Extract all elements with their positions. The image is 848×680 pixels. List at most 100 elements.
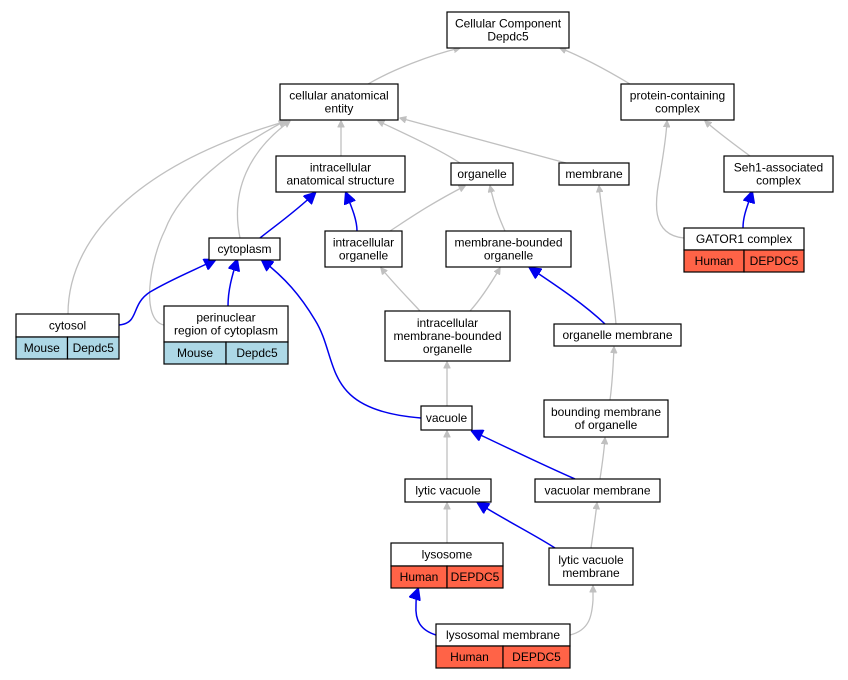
edge-imbo-to-mbo	[469, 268, 500, 312]
node-label-line: GATOR1 complex	[696, 232, 792, 246]
node-box	[324, 230, 403, 268]
node-box	[384, 310, 511, 362]
edge-seh1-to-pcc	[705, 121, 751, 157]
node-label-line: membrane-bounded	[454, 236, 562, 250]
edge-lvm-to-lv	[478, 503, 556, 549]
node-box	[450, 162, 514, 186]
node-box	[558, 162, 630, 186]
node-organelle[interactable]: organelle	[450, 162, 514, 186]
edge-om-to-mbo	[530, 268, 606, 325]
edge-vacuole-to-cytoplasm	[262, 260, 422, 419]
node-label-line: intracellular	[333, 236, 394, 250]
node-vacuole[interactable]: vacuole	[420, 405, 473, 431]
annotation-gene-cell	[446, 565, 504, 589]
edge-perinuclear-to-cae	[148, 121, 285, 326]
node-membrane[interactable]: membrane	[558, 162, 630, 186]
node-box	[446, 11, 570, 49]
edge-imbo-to-io	[381, 268, 421, 312]
node-box	[620, 83, 735, 121]
node-box	[279, 83, 399, 121]
edge-vm-to-bmo	[599, 438, 605, 480]
node-label-line: organelle	[457, 167, 507, 181]
edge-pcc-to-root	[560, 48, 631, 85]
annotation-gene: Depdc5	[236, 346, 278, 360]
node-label-line: Seh1-associated	[734, 161, 823, 175]
node-box	[445, 230, 572, 268]
node-label-line: protein-containing	[630, 89, 725, 103]
node-label-line: organelle membrane	[562, 328, 672, 342]
node-label-line: membrane	[562, 566, 620, 580]
node-label-line: complex	[655, 102, 700, 116]
node-label-line: entity	[325, 102, 354, 116]
node-vm[interactable]: vacuolar membrane	[534, 478, 661, 503]
edge-om-to-membrane	[599, 186, 617, 325]
edge-vm-to-vacuole	[472, 431, 576, 480]
annotation-species: Human	[695, 254, 734, 268]
node-label-line: organelle	[484, 249, 534, 263]
node-lv[interactable]: lytic vacuole	[404, 478, 492, 503]
node-label-line: anatomical structure	[286, 174, 394, 188]
edge-io-to-ias	[346, 193, 358, 232]
edge-mbo-to-organelle	[490, 186, 506, 232]
edge-cae-to-root	[367, 48, 460, 85]
node-label-line: of organelle	[575, 418, 638, 432]
node-label-line: membrane-bounded	[393, 329, 501, 343]
node-label-line: Cellular Component	[455, 17, 562, 31]
node-label-line: complex	[756, 174, 801, 188]
node-label-line: membrane	[565, 167, 623, 181]
node-box	[534, 478, 661, 503]
edge-membrane-to-cae	[400, 118, 567, 164]
node-box	[548, 547, 634, 586]
annotation-gene-cell	[225, 341, 289, 365]
node-label-line: perinuclear	[196, 311, 255, 325]
node-label-line: intracellular	[417, 316, 478, 330]
annotation-species: Human	[450, 650, 489, 664]
annotation-gene-cell	[66, 336, 120, 360]
node-label-line: Depdc5	[487, 30, 529, 44]
annotation-gene-cell	[743, 249, 805, 273]
edge-lm-to-lvm	[569, 586, 593, 636]
node-box	[420, 405, 473, 431]
edge-lm-to-lysosome	[416, 589, 437, 636]
node-label-line: lytic vacuole	[558, 553, 624, 567]
annotation-gene: Depdc5	[73, 341, 115, 355]
annotation-gene-cell	[502, 645, 571, 669]
annotation-species: Mouse	[177, 346, 213, 360]
node-label-line: lytic vacuole	[415, 484, 481, 498]
node-label-line: vacuolar membrane	[544, 484, 650, 498]
annotation-gene: DEPDC5	[451, 570, 500, 584]
node-label-line: vacuole	[426, 411, 468, 425]
annotation-species: Mouse	[24, 341, 60, 355]
edge-cytoplasm-to-ias	[259, 193, 315, 239]
node-label-line: region of cytoplasm	[174, 324, 278, 338]
annotation-gene: DEPDC5	[512, 650, 561, 664]
node-label-line: lysosomal membrane	[446, 628, 560, 642]
node-label-line: cytoplasm	[217, 242, 271, 256]
node-box	[404, 478, 492, 503]
node-cytoplasm[interactable]: cytoplasm	[208, 237, 281, 261]
node-label-line: cellular anatomical	[289, 89, 388, 103]
edge-cytosol-to-cae	[67, 121, 287, 315]
node-label-line: cytosol	[49, 319, 86, 333]
node-label-line: intracellular	[310, 161, 371, 175]
node-om[interactable]: organelle membrane	[553, 323, 682, 347]
edge-cytosol-to-cytoplasm	[118, 260, 215, 326]
node-label-line: organelle	[339, 249, 389, 263]
node-label-line: organelle	[423, 342, 473, 356]
